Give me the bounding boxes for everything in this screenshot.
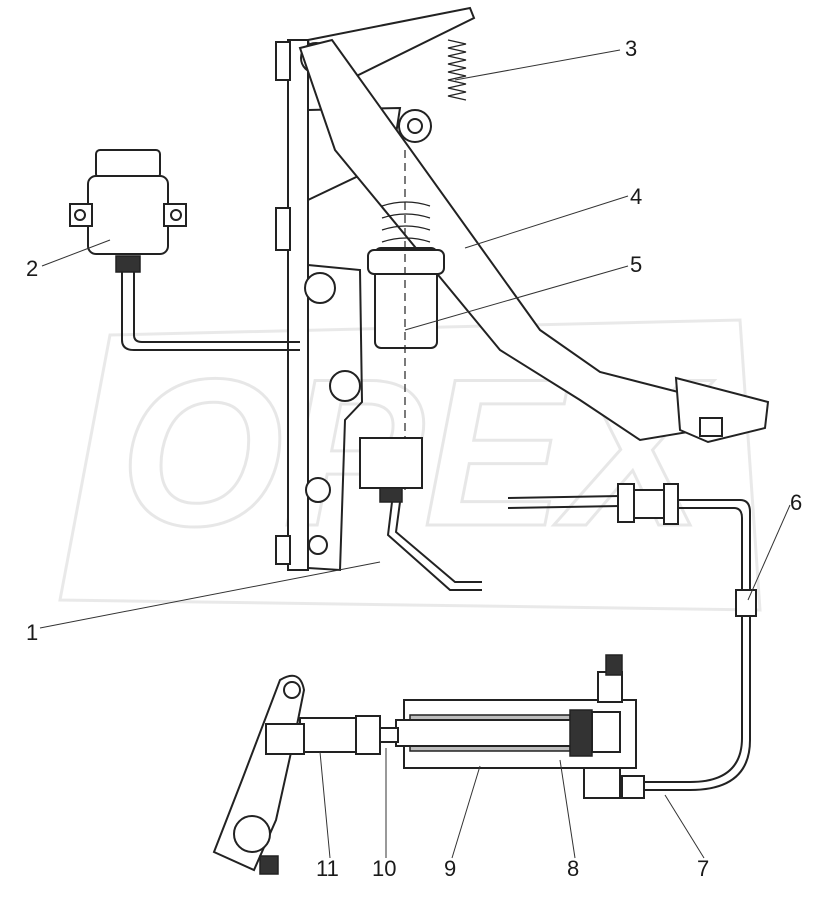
master-cylinder xyxy=(359,150,482,591)
callout-3: 3 xyxy=(625,36,637,61)
callout-10: 10 xyxy=(372,856,396,881)
hydraulic-line xyxy=(507,483,757,791)
return-spring xyxy=(447,39,467,101)
callout-11: 11 xyxy=(316,856,339,881)
callout-5: 5 xyxy=(630,252,642,277)
clutch-pedal-lever xyxy=(298,38,770,444)
slave-cylinder xyxy=(299,654,645,799)
callout-6: 6 xyxy=(790,490,802,515)
callout-1: 1 xyxy=(26,620,38,645)
callout-numbers: 1 2 3 4 5 6 7 8 9 10 11 xyxy=(26,36,802,881)
callout-2: 2 xyxy=(26,256,38,281)
callout-4: 4 xyxy=(630,184,642,209)
leader-lines xyxy=(39,49,791,859)
fluid-reservoir xyxy=(69,149,300,351)
callout-8: 8 xyxy=(567,856,579,881)
callout-9: 9 xyxy=(444,856,456,881)
callout-7: 7 xyxy=(697,856,709,881)
release-fork-lever xyxy=(212,674,306,875)
